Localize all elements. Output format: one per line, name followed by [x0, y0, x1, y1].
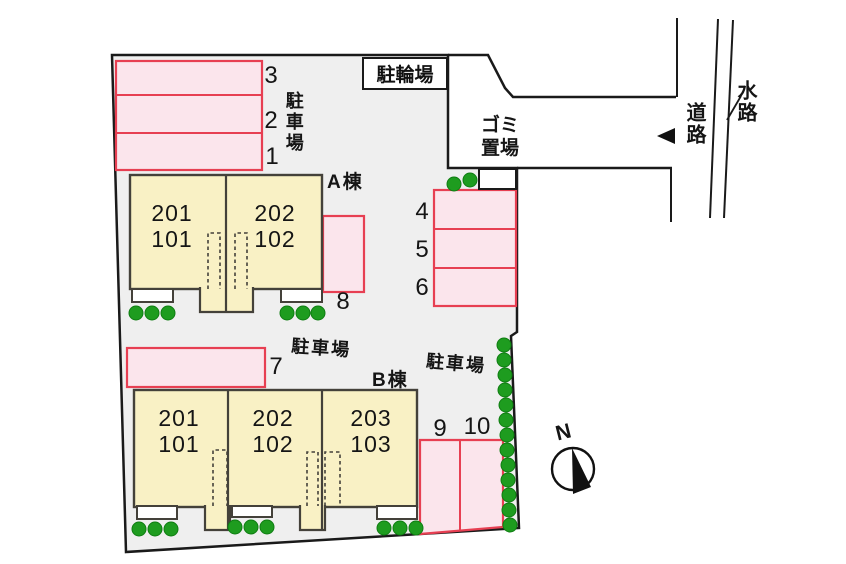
tree-icon	[498, 412, 514, 428]
building-b-label: B棟	[372, 370, 409, 391]
tree-icon	[497, 367, 513, 383]
parking-block-9-10	[418, 438, 505, 536]
tree-icon	[147, 521, 163, 537]
tree-icon	[295, 305, 311, 321]
stairwell-dashed	[306, 451, 319, 506]
tree-icon	[227, 519, 243, 535]
tree-icon	[310, 305, 326, 321]
unit-upper: 202	[254, 200, 296, 226]
unit-lower: 101	[158, 431, 200, 457]
building-b-stair-tab	[298, 505, 327, 532]
waterway-leader-line	[726, 95, 742, 121]
tree-icon	[496, 337, 512, 353]
building-b	[132, 388, 419, 509]
entrance-arrow-icon	[657, 128, 675, 144]
stairwell-dashed	[234, 232, 248, 289]
waterway-label: 水路	[734, 80, 756, 124]
bicycle-parking-box: 駐輪場	[362, 57, 448, 90]
space-number-9: 9	[433, 415, 447, 443]
space-number-10: 10	[463, 413, 491, 441]
building-b-entrance	[376, 505, 418, 520]
unit-label-b3: 203 103	[350, 405, 391, 457]
unit-upper: 201	[151, 200, 193, 226]
tree-icon	[462, 172, 478, 188]
unit-lower: 102	[252, 431, 294, 457]
tree-icon	[144, 305, 160, 321]
north-arrow-icon	[550, 446, 596, 494]
tree-icon	[259, 519, 275, 535]
tree-icon	[502, 517, 518, 533]
space-number-5: 5	[415, 236, 429, 264]
tree-icon	[446, 176, 462, 192]
space-number-1: 1	[265, 143, 279, 171]
unit-lower: 102	[254, 226, 296, 252]
tree-icon	[497, 382, 513, 398]
stairwell-dashed	[324, 451, 341, 506]
parking-block-4-6	[432, 188, 518, 308]
space-number-6: 6	[415, 274, 429, 302]
unit-label-a2: 202 102	[254, 200, 295, 252]
building-b-entrance	[136, 505, 178, 520]
garbage-area-label: ゴミ 置場	[480, 115, 519, 159]
space-number-4: 4	[415, 198, 429, 226]
tree-icon	[499, 427, 515, 443]
tree-icon	[408, 520, 424, 536]
tree-icon	[243, 519, 259, 535]
tree-icon	[279, 305, 295, 321]
unit-lower: 101	[151, 226, 193, 252]
tree-icon	[128, 305, 144, 321]
garbage-enclosure-box	[478, 168, 517, 190]
tree-icon	[501, 487, 517, 503]
building-a-entrance	[131, 288, 174, 303]
space-number-7: 7	[269, 353, 283, 381]
tree-icon	[500, 457, 516, 473]
boundary-top-right	[448, 53, 676, 99]
tree-icon	[160, 305, 176, 321]
building-a-entrance	[280, 288, 323, 303]
unit-lower: 103	[350, 431, 392, 457]
space-number-2: 2	[264, 107, 278, 135]
waterway-line-1	[709, 18, 719, 219]
tree-icon	[501, 502, 517, 518]
tree-icon	[498, 397, 514, 413]
bicycle-parking-label: 駐輪場	[376, 65, 434, 86]
unit-upper: 202	[252, 405, 294, 431]
parking-space-8	[321, 214, 366, 294]
unit-label-a1: 201 101	[151, 200, 192, 252]
road-label: 道路	[683, 102, 705, 146]
tree-icon	[131, 521, 147, 537]
building-b-entrance	[231, 505, 273, 518]
building-b-stair-tab	[203, 505, 232, 532]
unit-label-b1: 201 101	[158, 405, 199, 457]
tree-icon	[496, 352, 512, 368]
parking-space-7	[125, 346, 267, 389]
tree-icon	[499, 442, 515, 458]
tree-icon	[376, 520, 392, 536]
space-number-8: 8	[336, 288, 350, 316]
tree-group	[128, 172, 518, 537]
unit-label-b2: 202 102	[252, 405, 293, 457]
space-number-3: 3	[264, 62, 278, 90]
parking-block-1-3	[114, 59, 264, 172]
tree-icon	[163, 521, 179, 537]
stairwell-dashed	[207, 232, 221, 289]
parking-lot-left-label: 駐車場	[283, 91, 304, 154]
building-a-label: A棟	[327, 172, 364, 193]
unit-upper: 203	[350, 405, 392, 431]
parking-lot-mid-label: 駐車場	[290, 336, 352, 361]
unit-upper: 201	[158, 405, 200, 431]
tree-icon	[392, 520, 408, 536]
tree-icon	[500, 472, 516, 488]
